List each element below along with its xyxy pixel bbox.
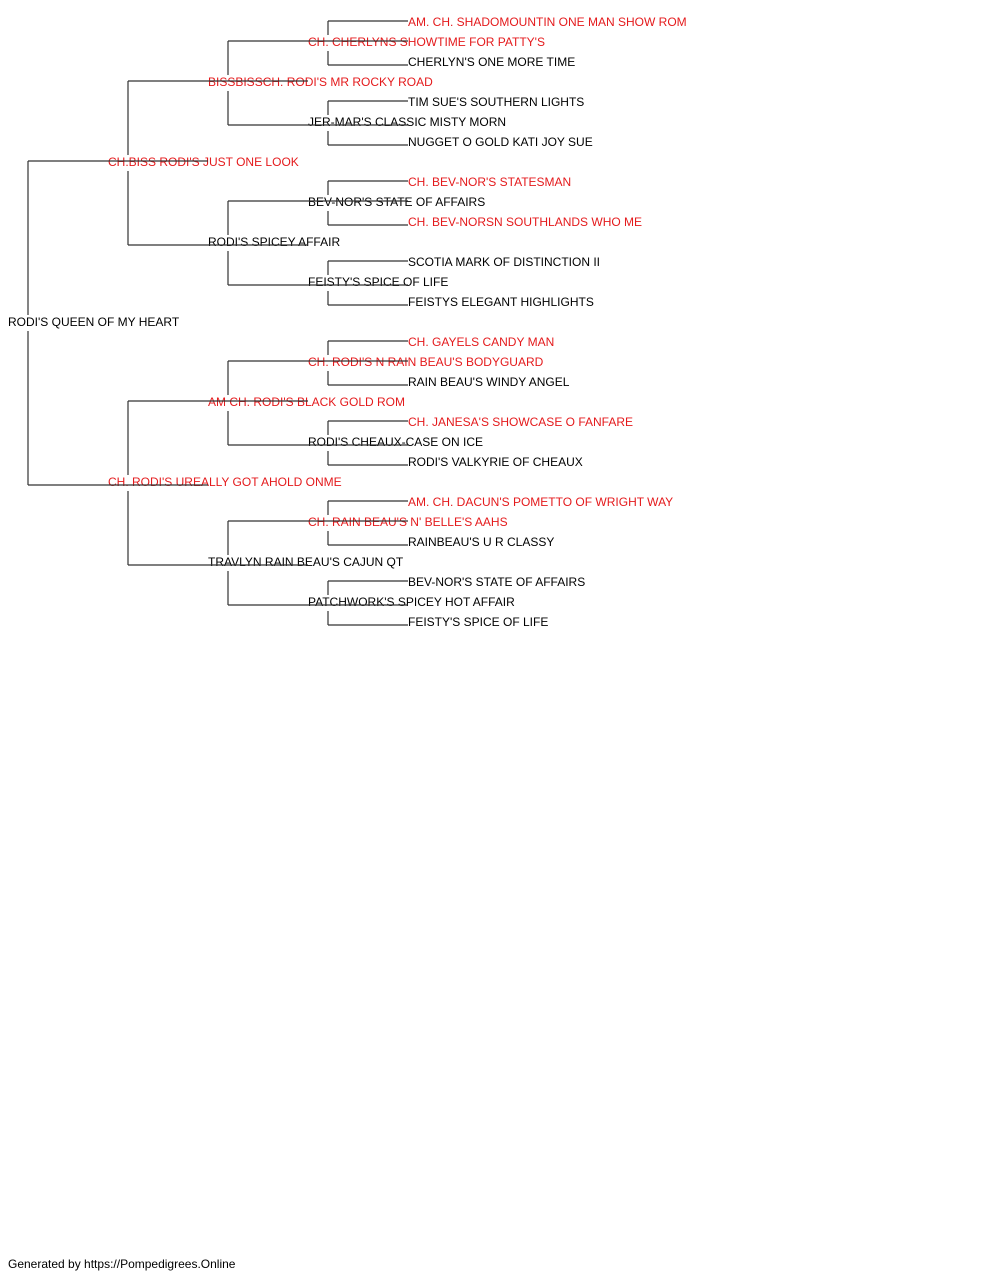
ancestor-name-gen3: JER-MAR'S CLASSIC MISTY MORN xyxy=(308,115,506,129)
ancestor-name-gen4: CHERLYN'S ONE MORE TIME xyxy=(408,55,575,69)
ancestor-name-gen2: BISSBISSCH. RODI'S MR ROCKY ROAD xyxy=(208,75,433,89)
ancestor-name-gen4: TIM SUE'S SOUTHERN LIGHTS xyxy=(408,95,584,109)
ancestor-name-gen4: FEISTYS ELEGANT HIGHLIGHTS xyxy=(408,295,594,309)
ancestor-name-gen3: BEV-NOR'S STATE OF AFFAIRS xyxy=(308,195,485,209)
ancestor-name-gen3: PATCHWORK'S SPICEY HOT AFFAIR xyxy=(308,595,515,609)
ancestor-name-gen2: TRAVLYN RAIN BEAU'S CAJUN QT xyxy=(208,555,404,569)
ancestor-name-gen4: SCOTIA MARK OF DISTINCTION II xyxy=(408,255,600,269)
ancestor-name-gen2: RODI'S SPICEY AFFAIR xyxy=(208,235,340,249)
ancestor-name-gen4: CH. GAYELS CANDY MAN xyxy=(408,335,554,349)
ancestor-name-gen4: CH. BEV-NORSN SOUTHLANDS WHO ME xyxy=(408,215,642,229)
ancestor-name-gen4: RODI'S VALKYRIE OF CHEAUX xyxy=(408,455,583,469)
ancestor-name-gen3: CH. RODI'S N RAIN BEAU'S BODYGUARD xyxy=(308,355,544,369)
ancestor-name-gen3: CH. RAIN BEAU'S N' BELLE'S AAHS xyxy=(308,515,508,529)
ancestor-name-gen3: CH. CHERLYNS SHOWTIME FOR PATTY'S xyxy=(308,35,545,49)
ancestor-name-gen4: NUGGET O GOLD KATI JOY SUE xyxy=(408,135,593,149)
ancestor-name-gen4: AM. CH. SHADOMOUNTIN ONE MAN SHOW ROM xyxy=(408,15,687,29)
ancestor-name-gen3: RODI'S CHEAUX-CASE ON ICE xyxy=(308,435,483,449)
ancestor-name-gen4: RAIN BEAU'S WINDY ANGEL xyxy=(408,375,570,389)
ancestor-name-gen4: AM. CH. DACUN'S POMETTO OF WRIGHT WAY xyxy=(408,495,673,509)
ancestor-name-gen4: CH. BEV-NOR'S STATESMAN xyxy=(408,175,571,189)
footer-credit: Generated by https://Pompedigrees.Online xyxy=(8,1257,236,1271)
ancestor-name-gen1: CH. RODI'S UREALLY GOT AHOLD ONME xyxy=(108,475,342,489)
ancestor-name-gen0: RODI'S QUEEN OF MY HEART xyxy=(8,315,180,329)
ancestor-name-gen4: CH. JANESA'S SHOWCASE O FANFARE xyxy=(408,415,633,429)
ancestor-name-gen4: BEV-NOR'S STATE OF AFFAIRS xyxy=(408,575,585,589)
ancestor-name-gen4: RAINBEAU'S U R CLASSY xyxy=(408,535,554,549)
ancestor-name-gen1: CH.BISS RODI'S JUST ONE LOOK xyxy=(108,155,299,169)
ancestor-name-gen2: AM CH. RODI'S BLACK GOLD ROM xyxy=(208,395,405,409)
ancestor-name-gen3: FEISTY'S SPICE OF LIFE xyxy=(308,275,448,289)
ancestor-name-gen4: FEISTY'S SPICE OF LIFE xyxy=(408,615,548,629)
